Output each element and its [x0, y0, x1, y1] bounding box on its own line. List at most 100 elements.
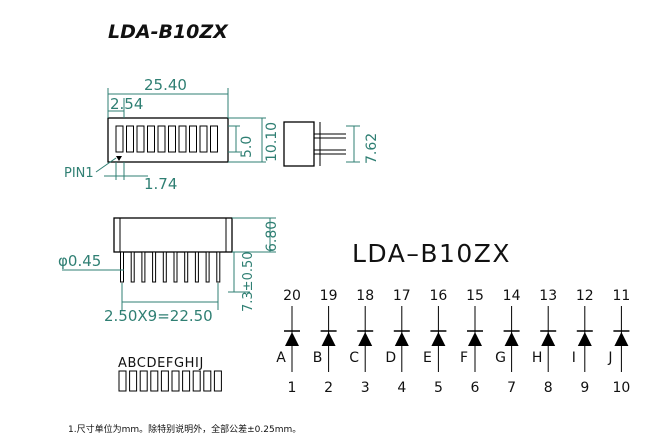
- segment-bar: [118, 370, 127, 392]
- dim-pitch: 2.54: [110, 95, 143, 113]
- diode-top-pin: 16: [429, 288, 447, 304]
- diode-top-pin: 13: [539, 288, 557, 304]
- lead: [194, 251, 199, 283]
- diode-bottom-pin: 10: [612, 380, 630, 396]
- dim-lead-length: 7.3±0.50: [241, 251, 256, 312]
- front-view: φ0.45 6.80 7.3±0.50 2.50X9=22.50: [58, 217, 280, 325]
- side-view-body: [283, 121, 315, 167]
- side-view: 7.62: [283, 121, 380, 167]
- pin1-marker: [116, 156, 122, 161]
- diode-symbol: [577, 332, 592, 346]
- diode-symbol: [358, 332, 373, 346]
- dim-height: 5.0: [239, 136, 255, 158]
- top-segment-window: [136, 125, 145, 153]
- diode-letter: A: [276, 350, 286, 366]
- diode-letter: F: [460, 350, 468, 366]
- lead: [130, 251, 135, 283]
- diode-top-pin: 17: [393, 288, 411, 304]
- diode-symbol: [321, 332, 336, 346]
- lead: [173, 251, 178, 283]
- top-segment-window: [115, 125, 124, 153]
- segment-bar: [139, 370, 148, 392]
- diode-letter: G: [495, 350, 506, 366]
- diode-bottom-pin: 3: [361, 380, 370, 396]
- front-view-body: [113, 217, 233, 253]
- dim-overall-height: 10.10: [264, 122, 280, 162]
- top-view-segments: [115, 125, 218, 153]
- lead: [184, 251, 189, 283]
- diode-letter: C: [349, 350, 359, 366]
- top-segment-window: [126, 125, 134, 153]
- diode-top-pin: 19: [320, 288, 338, 304]
- diode-top-pin: 14: [503, 288, 521, 304]
- lead: [216, 251, 221, 283]
- diode-letter: B: [313, 350, 323, 366]
- diode-letter: J: [607, 350, 612, 366]
- dim-overall-width: 25.40: [144, 76, 187, 94]
- diode-symbol: [394, 332, 409, 346]
- dim-lead-span: 2.50X9=22.50: [104, 307, 213, 325]
- segment-label-block: ABCDEFGHIJ: [118, 356, 222, 392]
- diode-symbol: [614, 332, 629, 346]
- segment-bar: [203, 370, 212, 392]
- segment-bar: [160, 370, 169, 392]
- top-view-body: [107, 117, 229, 163]
- diode-bottom-pin: 5: [434, 380, 443, 396]
- diode-bottom-pin: 4: [397, 380, 406, 396]
- dim-pin1-offset: 1.74: [144, 175, 177, 193]
- segment-bars: [118, 370, 222, 392]
- diode-symbol: [468, 332, 482, 346]
- top-segment-window: [168, 125, 176, 153]
- diode-bottom-pin: 6: [471, 380, 480, 396]
- top-segment-window: [157, 125, 166, 153]
- dim-side-height: 7.62: [364, 133, 380, 164]
- diode-letter: D: [385, 350, 396, 366]
- lead: [141, 251, 146, 283]
- segment-letters: ABCDEFGHIJ: [118, 356, 204, 371]
- dim-body-depth: 6.80: [264, 221, 280, 252]
- top-segment-window: [210, 125, 218, 153]
- lead: [152, 251, 157, 283]
- diode-symbol: [285, 332, 299, 346]
- diode-bottom-pin: 8: [544, 380, 553, 396]
- segment-bar: [182, 370, 191, 392]
- diode-bottom-pin: 2: [324, 380, 333, 396]
- circuit-diagram: 20A119B218C317D416E515F614G713H812I911J1…: [276, 288, 630, 396]
- diode-letter: E: [423, 350, 432, 366]
- pin1-label: PIN1: [64, 166, 94, 181]
- diode-top-pin: 11: [612, 288, 630, 304]
- footnote: 1.尺寸单位为mm。除特别说明外，全部公差±0.25mm。: [68, 423, 301, 434]
- diode-symbol: [504, 332, 519, 346]
- top-view: 25.40 2.54 5.0 10.10 PIN1 1.74: [64, 76, 280, 193]
- diode-top-pin: 15: [466, 288, 484, 304]
- segment-bar: [150, 370, 159, 392]
- segment-bar: [213, 370, 222, 392]
- segment-bar: [171, 370, 180, 392]
- part-title-italic: LDA-B10ZX: [108, 21, 229, 43]
- diode-top-pin: 18: [356, 288, 374, 304]
- diode-top-pin: 20: [283, 288, 301, 304]
- lead: [162, 251, 167, 283]
- dim-lead-diameter: φ0.45: [58, 252, 101, 270]
- diode-letter: H: [532, 350, 543, 366]
- lead: [120, 251, 124, 283]
- front-view-leads: [120, 251, 221, 283]
- diode-bottom-pin: 9: [580, 380, 589, 396]
- diode-top-pin: 12: [576, 288, 594, 304]
- diode-symbol: [541, 332, 556, 346]
- part-title-large: LDA–B10ZX: [352, 239, 511, 268]
- top-segment-window: [178, 125, 187, 153]
- diode-symbol: [431, 332, 446, 346]
- lead: [205, 251, 210, 283]
- segment-bar: [192, 370, 201, 392]
